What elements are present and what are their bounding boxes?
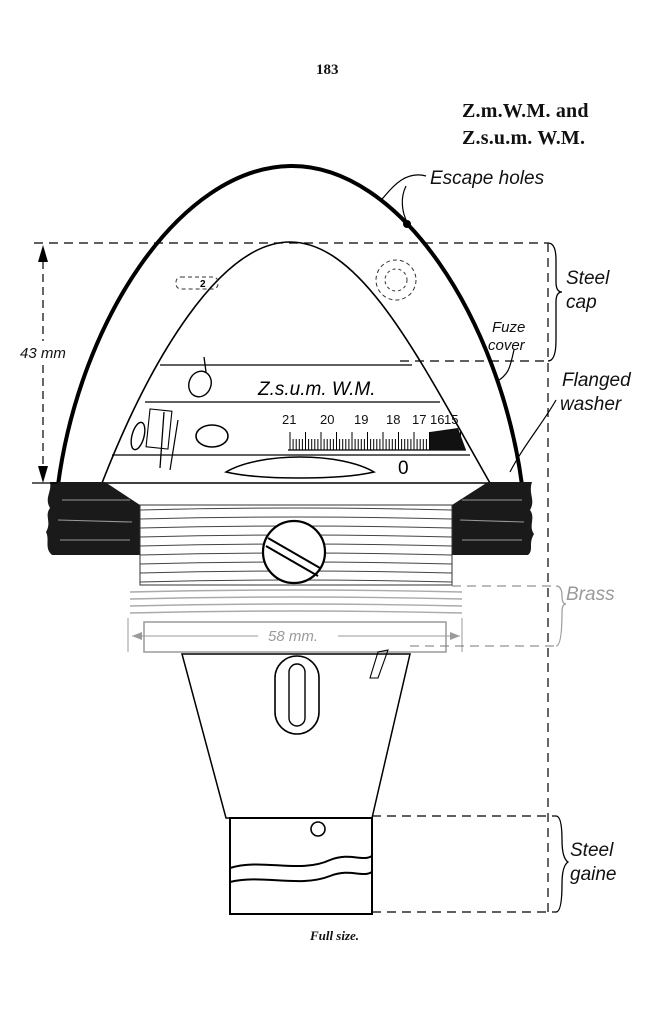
- flanged-washer-left: [46, 482, 140, 555]
- brass-thread-line: [129, 610, 463, 614]
- scale-dark-end: [430, 428, 466, 450]
- label-steel-gaine-2: gaine: [570, 864, 617, 885]
- threaded-body-outline: [139, 504, 453, 586]
- hidden-hole-inner: [384, 268, 408, 292]
- label-escape-holes: Escape holes: [430, 168, 545, 189]
- thread-line: [139, 507, 453, 511]
- oval-hole-lower: [195, 424, 229, 448]
- label-steel-cap-2: cap: [566, 292, 597, 313]
- fuze-marking: Z.s.u.m. W.M.: [257, 379, 376, 400]
- setting-pointer: [159, 411, 165, 469]
- escape-hole: [403, 220, 411, 228]
- scale-number: 20: [320, 412, 334, 427]
- brass-thread-line: [129, 589, 463, 593]
- label-fuze-cover-1: Fuze: [492, 319, 525, 336]
- label-steel-gaine-1: Steel: [570, 840, 614, 861]
- setting-window: [145, 408, 173, 450]
- outer-cap-outline: [56, 163, 524, 486]
- dim-43-label-bg: [18, 341, 78, 363]
- title-line-1: Z.m.W.M. and: [462, 100, 589, 122]
- brace-brass: [555, 585, 567, 647]
- brass-threads: [129, 589, 463, 614]
- dim-43-label: 43 mm: [20, 345, 66, 362]
- scale-number: 19: [354, 412, 368, 427]
- thread-line: [139, 516, 453, 520]
- leader-escape-holes-2: [401, 185, 408, 223]
- gaine-break-1: [229, 855, 373, 869]
- leader-escape-holes: [379, 174, 427, 201]
- label-brass: Brass: [566, 584, 615, 605]
- dim-58-label-bg: [258, 626, 338, 644]
- inner-cover-outline: [101, 241, 491, 484]
- oval-hole-left: [130, 421, 146, 451]
- brace-steel-gaine: [555, 815, 570, 913]
- scale-number: 18: [386, 412, 400, 427]
- steel-gaine: [229, 817, 373, 915]
- setting-pointer-2: [169, 419, 179, 471]
- label-steel-cap-1: Steel: [566, 268, 610, 289]
- gaine-break-2: [229, 871, 373, 883]
- setting-tick: [203, 356, 207, 373]
- flanged-washer-right: [452, 482, 534, 555]
- scale-number: 15: [444, 412, 458, 427]
- label-flanged-washer-1: Flanged: [562, 370, 632, 391]
- tapered-body-slot: [274, 655, 320, 735]
- scale-number: 21: [282, 412, 296, 427]
- label-flanged-washer-2: washer: [560, 394, 622, 415]
- page-number: 183: [316, 62, 339, 78]
- washer-highlights: [57, 499, 525, 541]
- pin-mark: [369, 649, 389, 679]
- setting-mark: 0: [398, 458, 409, 479]
- brass-collar: [143, 621, 447, 653]
- title-line-2: Z.s.u.m. W.M.: [462, 127, 586, 149]
- oval-hole-upper: [188, 370, 212, 398]
- brass-thread-line: [129, 596, 463, 600]
- gaine-hole: [310, 821, 326, 837]
- figure-caption: Full size.: [309, 928, 360, 943]
- label-fuze-cover-2: cover: [488, 337, 526, 354]
- brass-thread-line: [129, 603, 463, 607]
- dim-43-arrow-top: [38, 245, 48, 262]
- dim-58-label: 58 mm.: [268, 628, 318, 645]
- leader-fuze-cover: [495, 349, 515, 383]
- leader-flanged-washer: [509, 399, 557, 473]
- dim-58-arrow-left: [132, 632, 142, 640]
- brace-steel-cap: [547, 242, 563, 362]
- side-mark: 2: [200, 279, 206, 290]
- hidden-slot: [175, 276, 219, 290]
- dim-43-arrow-bottom: [38, 466, 48, 483]
- tapered-body-slot-inner: [288, 663, 306, 727]
- lens-window: [224, 456, 376, 479]
- hidden-hole-outer: [375, 259, 417, 301]
- tapered-body: [181, 653, 411, 819]
- screw-slot-2: [265, 545, 319, 577]
- dim-58-arrow-right: [450, 632, 460, 640]
- screw-slot-1: [267, 537, 321, 569]
- scale-number: 16: [430, 412, 444, 427]
- scale-number: 17: [412, 412, 426, 427]
